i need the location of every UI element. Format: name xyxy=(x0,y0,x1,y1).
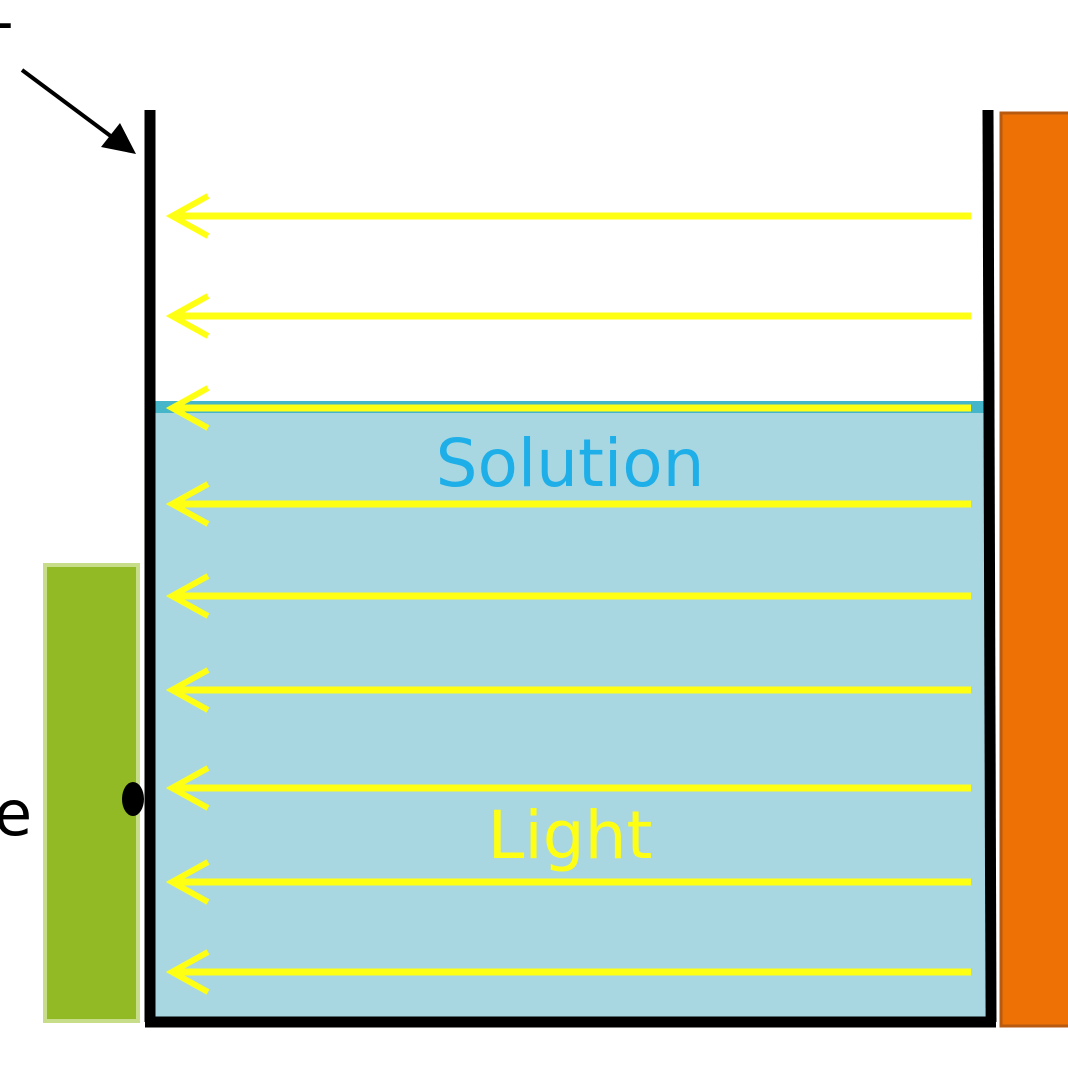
light-ray xyxy=(165,667,971,713)
light-ray-arrowhead-icon xyxy=(165,859,210,905)
dot-icon xyxy=(122,782,144,816)
orange-panel xyxy=(999,111,1068,1028)
light-ray xyxy=(165,481,971,527)
light-ray xyxy=(165,949,971,995)
arrow-icon-head xyxy=(101,123,136,154)
light-ray-arrowhead-icon xyxy=(165,573,210,619)
green-panel xyxy=(43,563,140,1023)
container xyxy=(144,109,997,1028)
light-ray xyxy=(165,193,971,239)
light-ray-arrowhead-icon xyxy=(165,667,210,713)
container-right-wall xyxy=(982,109,997,1023)
light-label: Light xyxy=(488,797,653,874)
arrow-icon xyxy=(20,68,122,145)
light-ray-arrowhead-icon xyxy=(165,765,210,811)
light-rays xyxy=(165,193,971,995)
cut-label-top: - xyxy=(0,0,14,57)
solution-fill xyxy=(155,406,985,1018)
light-ray xyxy=(165,385,971,431)
light-ray-arrowhead-icon xyxy=(165,949,210,995)
light-ray-arrowhead-icon xyxy=(165,481,210,527)
light-ray-arrowhead-icon xyxy=(165,385,210,431)
light-ray xyxy=(165,765,971,811)
light-ray xyxy=(165,859,971,905)
light-ray-arrowhead-icon xyxy=(165,293,210,339)
light-ray xyxy=(165,293,971,339)
solution-label: Solution xyxy=(436,425,705,502)
cut-label-mid: e xyxy=(0,777,32,850)
light-ray xyxy=(165,573,971,619)
light-ray-arrowhead-icon xyxy=(165,193,210,239)
